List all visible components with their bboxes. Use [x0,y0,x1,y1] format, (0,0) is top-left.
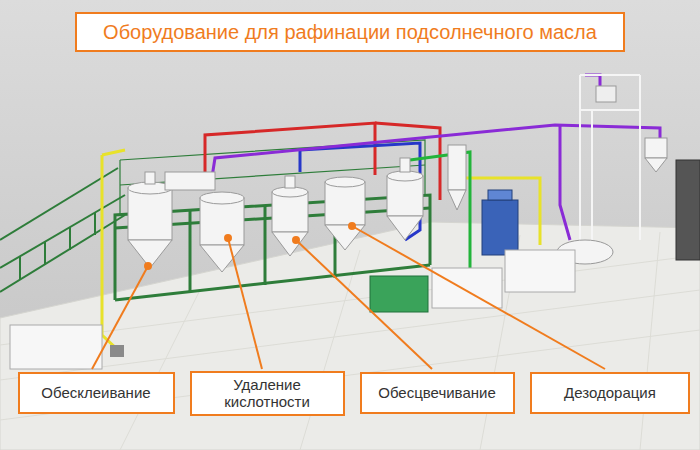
purple-pipe [560,125,570,240]
leader-dot [293,237,299,243]
step-label: Дезодорация [564,384,656,401]
tank-cone [200,245,244,272]
step-label-box: Обесцвечивание [360,372,515,414]
leader-line [228,238,262,369]
boiler [676,160,700,260]
stair-rail [0,195,125,268]
vacuum-pump [596,86,616,102]
leader-dot [145,263,151,269]
stair-step [44,241,46,265]
tank-cone [325,225,365,250]
floor-vat [505,250,575,292]
leader-dot [349,223,355,229]
frame-leg [264,205,267,285]
pump [110,345,124,357]
rail-post [119,160,120,215]
stair-handrail [0,168,118,240]
tile-line [120,290,200,450]
leader-dot [225,235,231,241]
tower-pipe [591,110,593,240]
rail-top [120,140,425,195]
step-label: Обесцвечивание [378,384,496,401]
step-label-box: Обесклеивание [18,372,175,414]
floor-tiles [0,232,700,450]
tank-cone [128,240,172,268]
pipes [102,75,660,350]
stair-rail [0,215,125,292]
tower-beam [580,74,640,76]
tank-body [387,176,423,216]
title-text: Оборудование для рафинации подсолнечного… [103,21,597,44]
tower-post [639,75,641,240]
separator-cone [448,190,466,210]
leader-line [92,266,148,369]
tank-body [128,188,172,240]
leader-lines [92,223,605,369]
tank-body [272,192,308,232]
cyclone-cone [645,158,667,172]
tanks [128,145,466,272]
yellow-pipe [102,155,118,350]
stair-step [19,256,21,280]
step-label-box: Дезодорация [530,372,690,414]
tower-post [579,75,581,240]
separator-column [448,145,466,190]
tile-line [640,232,660,450]
tile-line [300,250,360,450]
filter-press [482,200,518,255]
yellow-pipe [102,150,125,155]
tank-cone [387,216,423,240]
tank-motor [145,172,155,184]
mixing-box [165,172,215,190]
step-label: Удаление кислотности [205,376,330,411]
tile-line [0,290,700,380]
leader-line [352,226,605,369]
tile-line [0,255,700,345]
floor-vat [10,325,102,369]
stair-step [69,227,71,250]
tank-motor [285,176,295,188]
tank-top [200,192,244,204]
tank-cone [272,232,308,256]
stair-step [94,212,96,235]
tower-beam [580,109,640,111]
tower-frame [580,75,640,240]
title-box: Оборудование для рафинации подсолнечного… [75,12,625,52]
tank-body [200,198,244,245]
tank-motor [400,158,410,172]
cyclone [645,138,667,158]
frame-leg [189,210,192,292]
green-unit [370,276,428,312]
filter-press-top [488,190,512,200]
tank-body [325,182,365,225]
staircase [0,168,125,292]
step-label-box: Удаление кислотности [190,371,345,416]
step-label: Обесклеивание [41,384,150,401]
floor-vat [432,268,502,308]
tank-top [325,177,365,187]
